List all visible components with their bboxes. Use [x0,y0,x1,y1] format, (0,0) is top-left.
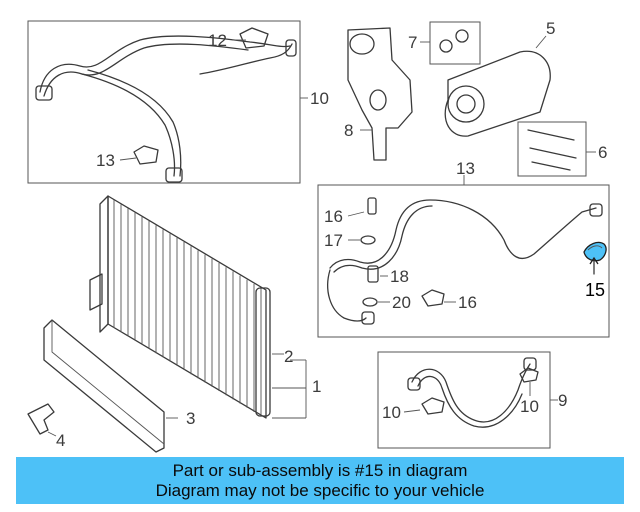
callout-1: 1 [312,377,321,396]
group-14-frame [317,184,610,338]
part-15-highlighted-clip[interactable] [583,241,607,275]
callout-11: 10 [310,89,329,108]
callout-10-right: 10 [520,397,539,416]
part-5-compressor [444,35,551,137]
callout-15: 15 [585,280,605,300]
callout-2: 2 [284,347,293,366]
callout-5: 5 [546,19,555,38]
callout-4: 4 [56,431,65,450]
part-8-bracket [347,27,413,161]
banner-line-2: Diagram may not be specific to your vehi… [155,481,485,500]
part-3-panel [43,319,178,453]
callout-8: 8 [344,121,353,140]
callout-9: 9 [558,391,567,410]
callout-19: 18 [390,267,409,286]
part-7-frame [429,21,481,65]
group-14-hose-assembly [317,175,610,338]
callout-10-left: 10 [382,403,401,422]
callout-7: 7 [408,33,417,52]
info-banner: Part or sub-assembly is #15 in diagram D… [16,457,624,504]
callout-6: 6 [598,143,607,162]
group-11-frame [27,20,301,184]
banner-line-1: Part or sub-assembly is #15 in diagram [172,461,468,480]
callout-18: 17 [324,231,343,250]
callout-12: 12 [208,31,227,50]
part-6-frame [517,121,587,177]
callout-20: 20 [392,293,411,312]
callout-17: 16 [324,207,343,226]
callout-14: 13 [456,159,475,178]
parts-diagram: 10 12 13 8 7 5 6 [27,19,610,453]
callout-16: 16 [458,293,477,312]
part-7-plugs [420,21,481,65]
part-6-bolts [517,121,596,177]
group-11-hose-assembly [27,20,308,184]
callout-13: 13 [96,151,115,170]
part-4-bracket [27,403,57,437]
group-9-hose-assembly [377,351,558,449]
callout-3: 3 [186,409,195,428]
part-1-condenser [89,195,307,419]
